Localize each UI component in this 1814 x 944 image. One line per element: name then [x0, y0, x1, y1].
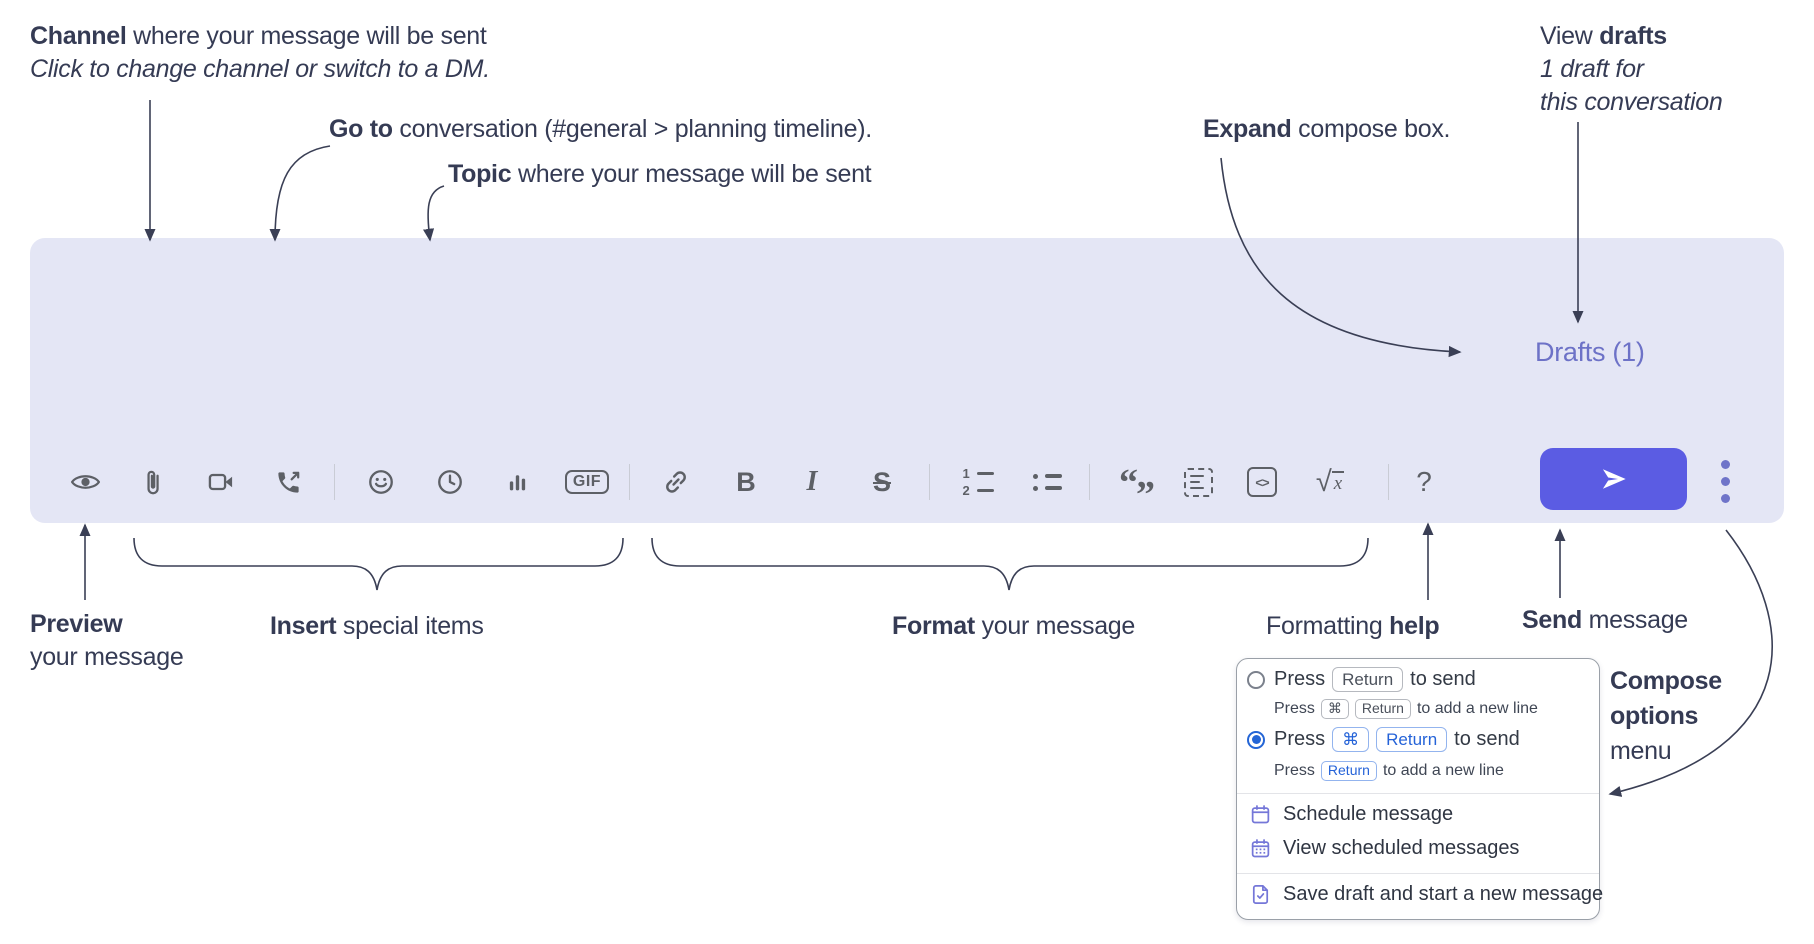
- phone-call-icon: [277, 471, 299, 493]
- video-camera-icon: [208, 473, 233, 491]
- bulleted-list-icon: [1031, 473, 1062, 491]
- toolbar-divider: [1089, 464, 1090, 500]
- bulleted-list-button[interactable]: [1024, 452, 1068, 512]
- channel-annotation-line2: Click to change channel or switch to a D…: [30, 55, 490, 83]
- gif-icon: GIF: [564, 470, 610, 494]
- strikethrough-button[interactable]: S: [860, 452, 904, 512]
- menu-item-schedule-message[interactable]: Schedule message: [1249, 803, 1453, 826]
- format-brace: [651, 537, 1369, 591]
- video-clip-button[interactable]: [199, 452, 243, 512]
- gif-button[interactable]: GIF: [560, 452, 614, 512]
- emoji-smiley-icon: [369, 470, 393, 494]
- drafts-annotation: View drafts 1 draft for this conversatio…: [1540, 20, 1723, 119]
- toolbar-divider: [334, 464, 335, 500]
- eye-icon: [70, 475, 100, 489]
- blockquote-button[interactable]: “”: [1114, 452, 1158, 516]
- compose-options-button[interactable]: [1706, 452, 1744, 510]
- kebab-dot: [1720, 476, 1730, 486]
- topic-annotation: Topic where your message will be sent: [448, 160, 872, 188]
- format-label: Format your message: [892, 612, 1136, 640]
- paper-plane-icon: [1602, 469, 1626, 489]
- calendar-grid-icon: [1251, 839, 1270, 858]
- calendar-icon: [1251, 805, 1270, 824]
- kebab-dot: [1720, 459, 1730, 469]
- preview-button[interactable]: [63, 452, 107, 512]
- help-icon: ?: [1416, 466, 1432, 497]
- popup-divider: [1237, 873, 1599, 874]
- ordered-list-button[interactable]: 1 2: [956, 452, 1000, 512]
- bold-button[interactable]: B: [724, 452, 768, 512]
- code-block-button[interactable]: [1176, 452, 1220, 512]
- goto-arrow: [269, 145, 331, 242]
- code-block-icon: [1183, 467, 1213, 497]
- insert-label: Insert special items: [270, 612, 484, 640]
- expand-annotation: Expand compose box.: [1203, 115, 1451, 143]
- toolbar-divider: [629, 464, 630, 500]
- toolbar-divider: [1388, 464, 1389, 500]
- link-icon: [666, 471, 686, 493]
- radio-unselected-icon[interactable]: [1247, 670, 1265, 689]
- sqrt-icon: √x: [1315, 466, 1345, 498]
- bold-icon: B: [736, 466, 756, 497]
- blockquote-icon: “”: [1119, 462, 1155, 516]
- formatting-help-label: Formatting help: [1266, 612, 1440, 640]
- drafts-link[interactable]: Drafts (1): [1535, 337, 1645, 367]
- formatting-help-button[interactable]: ?: [1402, 452, 1446, 512]
- ordered-list-icon: 1 2: [963, 467, 994, 497]
- paperclip-icon: [146, 470, 159, 494]
- kbd-return: Return: [1320, 761, 1377, 781]
- bar-chart-icon: [509, 474, 525, 490]
- math-button[interactable]: √x: [1308, 452, 1352, 512]
- attach-file-button[interactable]: [130, 452, 174, 512]
- preview-label: Preview your message: [30, 610, 184, 671]
- goto-annotation: Go to conversation (#general > planning …: [329, 115, 872, 143]
- topic-arrow: [423, 185, 445, 242]
- kbd-return: Return: [1354, 699, 1411, 719]
- kbd-cmd: ⌘: [1320, 699, 1349, 719]
- inline-code-icon: <>: [1247, 467, 1277, 497]
- emoji-button[interactable]: [359, 452, 403, 512]
- italic-button[interactable]: I: [790, 452, 834, 512]
- italic-icon: I: [806, 466, 818, 497]
- drafts-annotation-line3: this conversation: [1540, 88, 1723, 116]
- compose-options-label: Compose options menu: [1610, 667, 1722, 765]
- drafts-annotation-line1: View drafts: [1540, 22, 1667, 50]
- insert-brace: [133, 537, 624, 591]
- clock-icon: [438, 470, 462, 494]
- link-button[interactable]: [654, 452, 698, 512]
- compose-box: [30, 238, 1784, 523]
- kbd-cmd: ⌘: [1332, 727, 1370, 753]
- channel-annotation: Channel where your message will be sent …: [30, 20, 490, 86]
- toolbar-divider: [929, 464, 930, 500]
- kebab-dot: [1720, 493, 1730, 503]
- recent-files-button[interactable]: [428, 452, 472, 512]
- strikethrough-icon: S: [872, 466, 891, 497]
- poll-button[interactable]: [495, 452, 539, 512]
- menu-item-save-draft[interactable]: Save draft and start a new message: [1249, 883, 1603, 906]
- send-button[interactable]: [1540, 448, 1687, 510]
- kbd-return: Return: [1332, 667, 1404, 693]
- radio-selected-icon[interactable]: [1247, 730, 1265, 749]
- inline-code-button[interactable]: <>: [1240, 452, 1284, 512]
- drafts-annotation-line2: 1 draft for: [1540, 55, 1644, 83]
- channel-annotation-line1: Channel where your message will be sent: [30, 22, 487, 50]
- send-label: Send message: [1522, 606, 1688, 634]
- file-check-icon: [1252, 885, 1269, 904]
- menu-item-view-scheduled[interactable]: View scheduled messages: [1249, 837, 1519, 860]
- popup-divider: [1237, 793, 1599, 794]
- kbd-return: Return: [1376, 727, 1448, 753]
- audio-clip-button[interactable]: [266, 452, 310, 512]
